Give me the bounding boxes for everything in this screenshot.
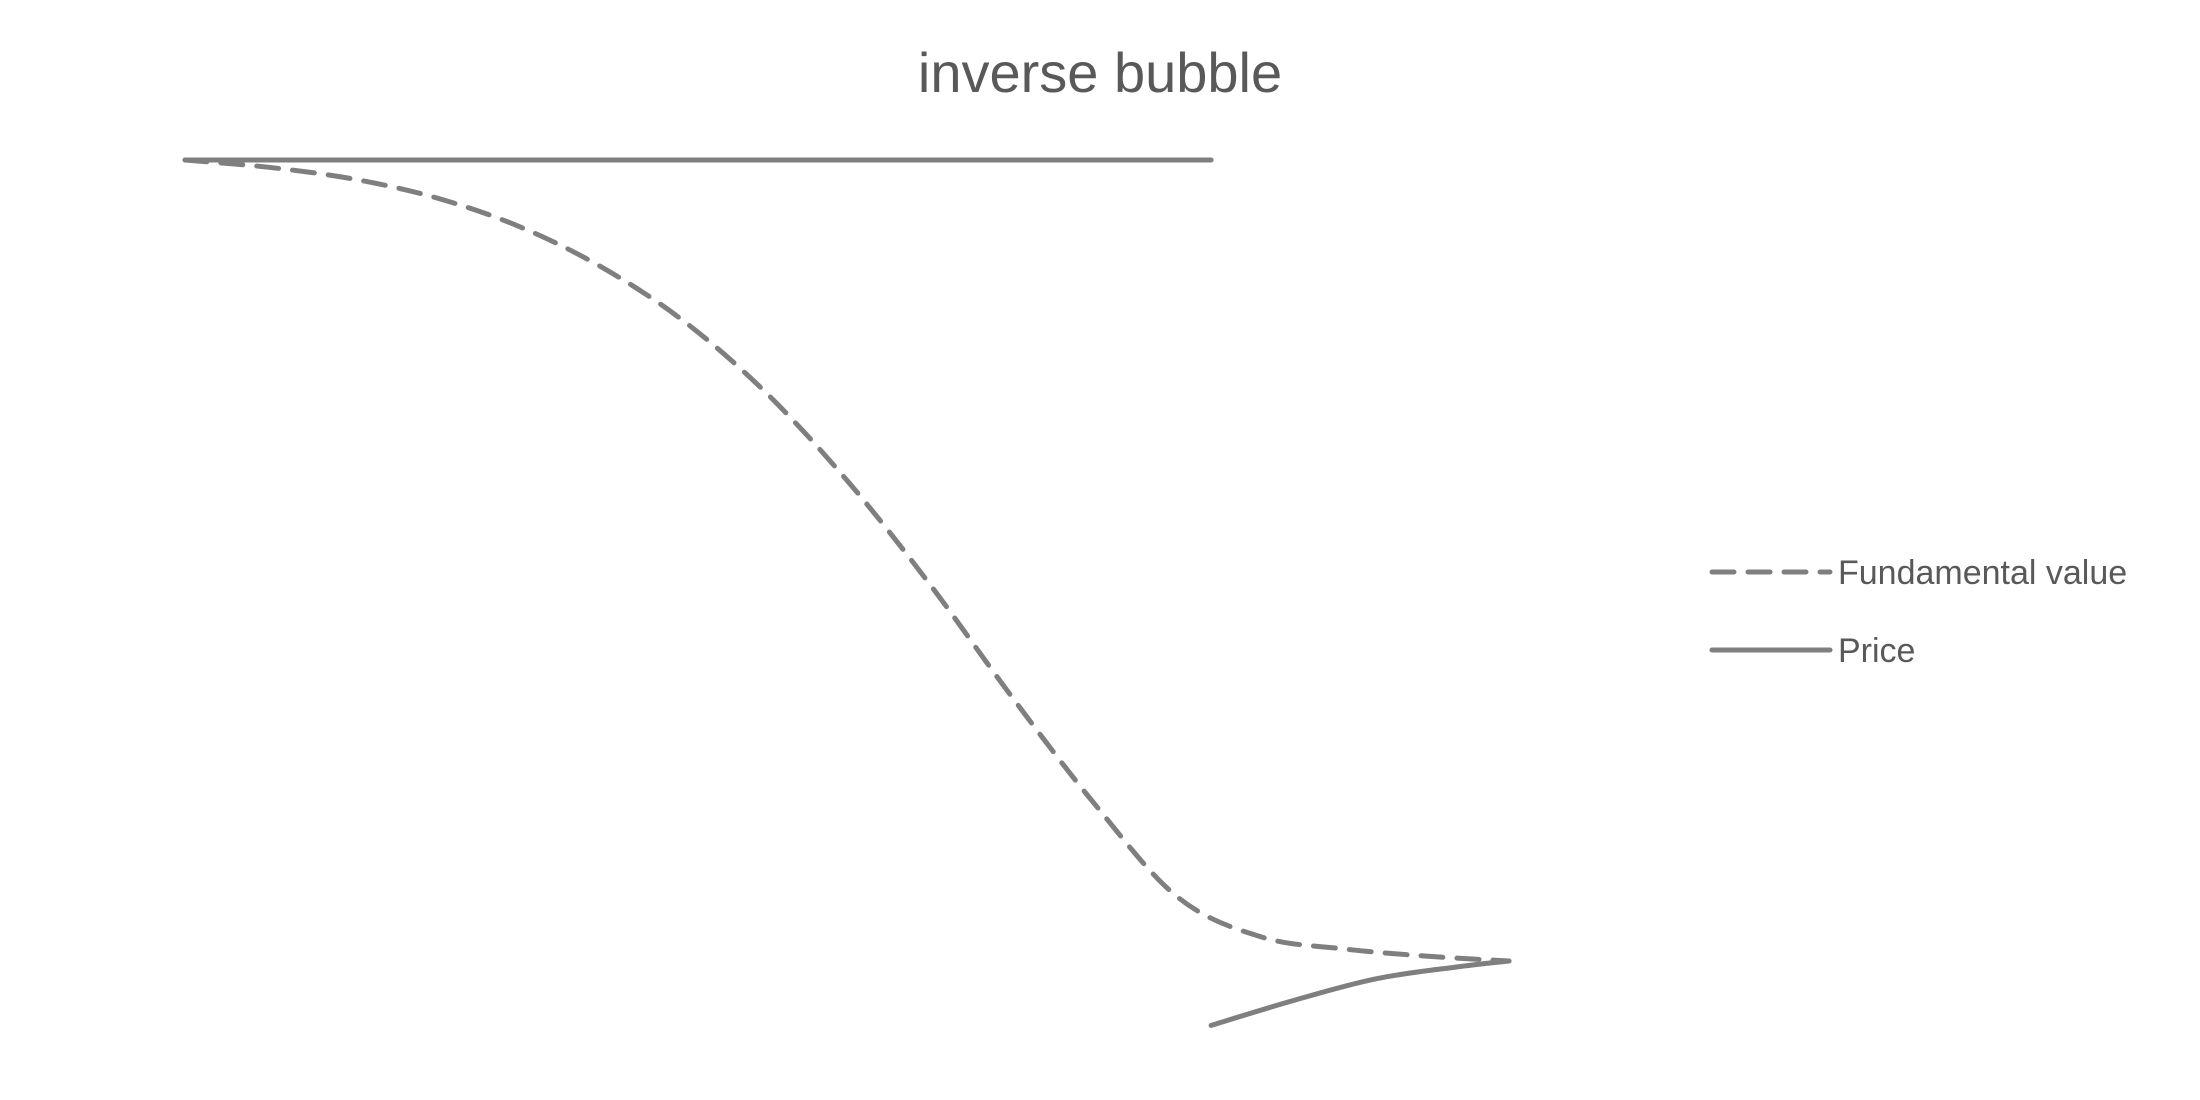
series-line-price-segment-2 [1208,958,1512,1028]
chart-title: inverse bubble [918,41,1282,104]
legend-label-price: Price [1838,632,1915,670]
series-line-fundamental-value [182,157,1512,964]
legend: Fundamental value Price [1709,554,2127,670]
plot-area [182,157,1512,1028]
legend-label-fundamental-value: Fundamental value [1838,554,2127,592]
